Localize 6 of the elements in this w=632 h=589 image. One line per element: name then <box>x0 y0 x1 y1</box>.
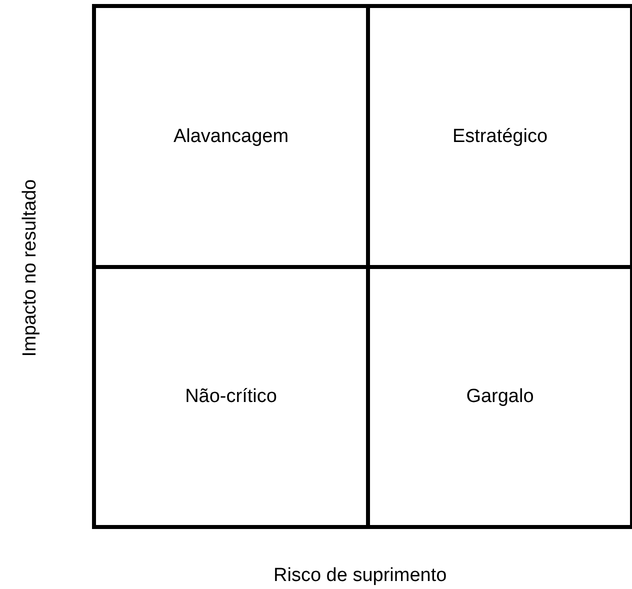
quadrant-label: Gargalo <box>466 386 534 408</box>
axis-title: Impacto no resultado <box>19 179 42 357</box>
quadrant-label: Alavancagem <box>173 126 289 148</box>
axis-title: Risco de suprimento <box>274 565 447 587</box>
quadrant-label: Estratégico <box>452 126 548 148</box>
quadrant-label: Não-crítico <box>185 386 277 408</box>
